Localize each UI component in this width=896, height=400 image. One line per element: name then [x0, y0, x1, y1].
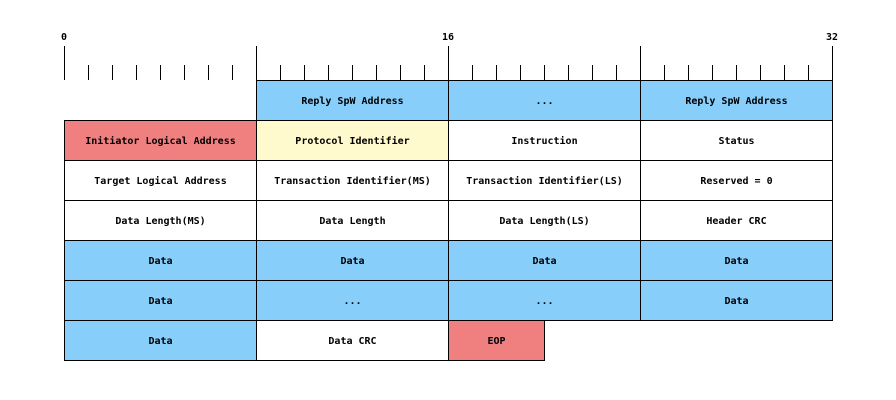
field-label: Data [148, 336, 172, 347]
data-cell: Data [256, 240, 449, 281]
ellipsis-cell: ... [256, 280, 449, 321]
field-label: Data [724, 296, 748, 307]
field-box [640, 200, 833, 241]
field-label: Protocol Identifier [295, 135, 409, 147]
field-box [256, 120, 449, 161]
field-label: Transaction Identifier(MS) [274, 175, 431, 187]
field-box [640, 160, 833, 201]
field-label: Data Length(LS) [499, 216, 589, 227]
field-label: Target Logical Address [94, 175, 226, 187]
field-label: Initiator Logical Address [85, 135, 236, 147]
header-crc-cell: Header CRC [640, 200, 833, 241]
field-box [448, 200, 641, 241]
field-box [640, 120, 833, 161]
data-length-ms-cell: Data Length(MS) [64, 200, 257, 241]
transaction-identifier-ms-cell: Transaction Identifier(MS) [256, 160, 449, 201]
field-label: ... [535, 96, 553, 107]
data-cell: Data [448, 240, 641, 281]
data-cell: Data [640, 280, 833, 321]
field-box [256, 160, 449, 201]
data-cell: Data [64, 280, 257, 321]
reply-spw-address-cell: Reply SpW Address [256, 80, 449, 121]
field-label: Instruction [511, 135, 577, 147]
field-label: Data [724, 256, 748, 267]
field-label: Transaction Identifier(LS) [466, 175, 623, 187]
ellipsis-cell: ... [448, 280, 641, 321]
instruction-cell: Instruction [448, 120, 641, 161]
data-crc-cell: Data CRC [256, 320, 449, 361]
field-label: Reserved = 0 [700, 176, 772, 187]
field-label: ... [535, 296, 553, 307]
field-box [448, 120, 641, 161]
field-box [448, 160, 641, 201]
packet-fields: Reply SpW Address... Reply SpW AddressIni… [64, 80, 833, 361]
field-box [64, 160, 257, 201]
field-label: EOP [487, 336, 505, 347]
field-label: Data Length(MS) [115, 216, 205, 227]
field-label: Reply SpW Address [301, 96, 403, 107]
field-box [256, 200, 449, 241]
field-box [448, 280, 641, 321]
target-logical-address-cell: Target Logical Address [64, 160, 257, 201]
data-length-cell: Data Length [256, 200, 449, 241]
reply-spw-address-cell: Reply SpW Address [640, 80, 833, 121]
field-label: Reply SpW Address [685, 96, 787, 107]
field-box [448, 320, 545, 361]
data-length-ls-cell: Data Length(LS) [448, 200, 641, 241]
field-label: Data [148, 296, 172, 307]
bit-ruler: 0 16 32 [61, 32, 838, 80]
field-label: ... [343, 296, 361, 307]
field-label: Data CRC [328, 336, 376, 347]
field-label: Data [340, 256, 364, 267]
ellipsis-cell: ... [448, 80, 641, 121]
reserved-cell: Reserved = 0 [640, 160, 833, 201]
eop-cell: EOP [448, 320, 545, 361]
field-box [64, 320, 257, 361]
initiator-logical-address-cell: Initiator Logical Address [64, 120, 257, 161]
field-label: Data [148, 256, 172, 267]
field-label: Header CRC [706, 216, 766, 227]
data-cell: Data [64, 320, 257, 361]
bit-index-label: 0 [61, 32, 67, 43]
transaction-identifier-ls-cell: Transaction Identifier(LS) [448, 160, 641, 201]
data-cell: Data [64, 240, 257, 281]
field-label: Data [532, 256, 556, 267]
field-box [256, 240, 449, 281]
protocol-identifier-cell: Protocol Identifier [256, 120, 449, 161]
bit-index-label: 16 [442, 32, 454, 43]
data-cell: Data [640, 240, 833, 281]
field-box [640, 280, 833, 321]
status-cell: Status [640, 120, 833, 161]
field-label: Data Length [319, 216, 385, 227]
field-label: Status [718, 136, 754, 147]
bit-index-label: 32 [826, 32, 838, 43]
field-box [64, 240, 257, 281]
